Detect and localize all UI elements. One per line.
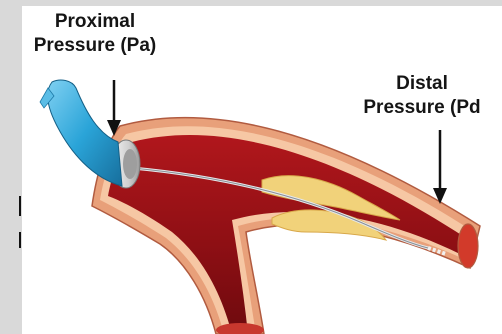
proximal-pressure-label: Proximal Pressure (Pa) (6, 10, 184, 58)
guide-catheter-body (48, 80, 122, 186)
proximal-pressure-label-line1: Proximal (6, 10, 184, 34)
distal-vessel-opening (458, 224, 478, 268)
distal-pressure-label-line2: Pressure (Pd (342, 96, 502, 120)
distal-pressure-label-line1: Distal (342, 72, 502, 96)
proximal-pressure-label-line2: Pressure (Pa) (6, 34, 184, 58)
guide-catheter-ring-opening (123, 149, 137, 179)
distal-pressure-label: Distal Pressure (Pd (342, 72, 502, 120)
